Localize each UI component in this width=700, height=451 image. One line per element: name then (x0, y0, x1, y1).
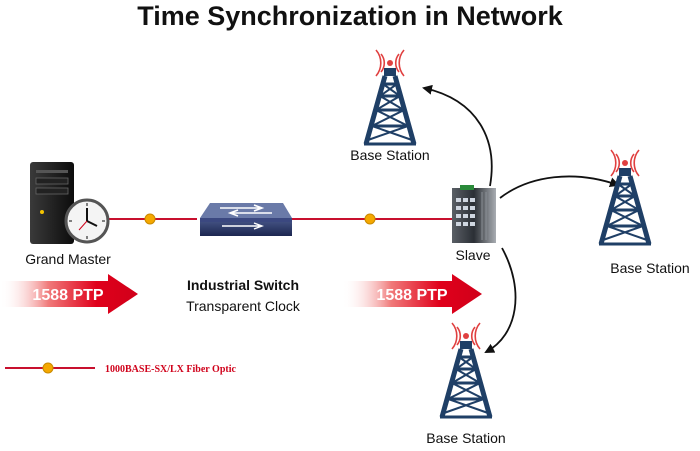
distribution-arrows (422, 84, 620, 353)
ptp-arrow-left: 1588 PTP (0, 274, 138, 314)
arrow-to-top-station (422, 84, 493, 187)
slave-device-icon (452, 185, 496, 243)
legend-fiber-label: 1000BASE-SX/LX Fiber Optic (105, 364, 236, 375)
base-station-bottom-label: Base Station (426, 430, 505, 446)
arrow-to-bottom-station (484, 247, 517, 353)
switch-icon (200, 203, 292, 236)
fiber-links (100, 213, 452, 225)
ptp-arrow-right-label: 1588 PTP (376, 287, 447, 304)
grand-master-label: Grand Master (25, 251, 111, 267)
grand-master-icon (30, 162, 110, 244)
tower-bottom-icon (440, 323, 492, 417)
ptp-arrow-right: 1588 PTP (342, 274, 482, 314)
tower-top-icon (364, 50, 416, 144)
ptp-arrow-left-label: 1588 PTP (32, 287, 103, 304)
legend: 1000BASE-SX/LX Fiber Optic (5, 362, 236, 375)
legend-connector-icon (42, 362, 54, 374)
fiber-connector-1 (144, 213, 156, 225)
slave-label: Slave (455, 247, 490, 263)
arrow-to-right-station (499, 175, 620, 199)
switch-name-label: Industrial Switch (187, 277, 299, 293)
tower-right-icon (599, 150, 651, 244)
base-station-top-label: Base Station (350, 147, 429, 163)
base-station-right-label: Base Station (610, 260, 689, 276)
diagram-title: Time Synchronization in Network (137, 1, 564, 31)
fiber-connector-2 (364, 213, 376, 225)
switch-role-label: Transparent Clock (186, 298, 301, 314)
